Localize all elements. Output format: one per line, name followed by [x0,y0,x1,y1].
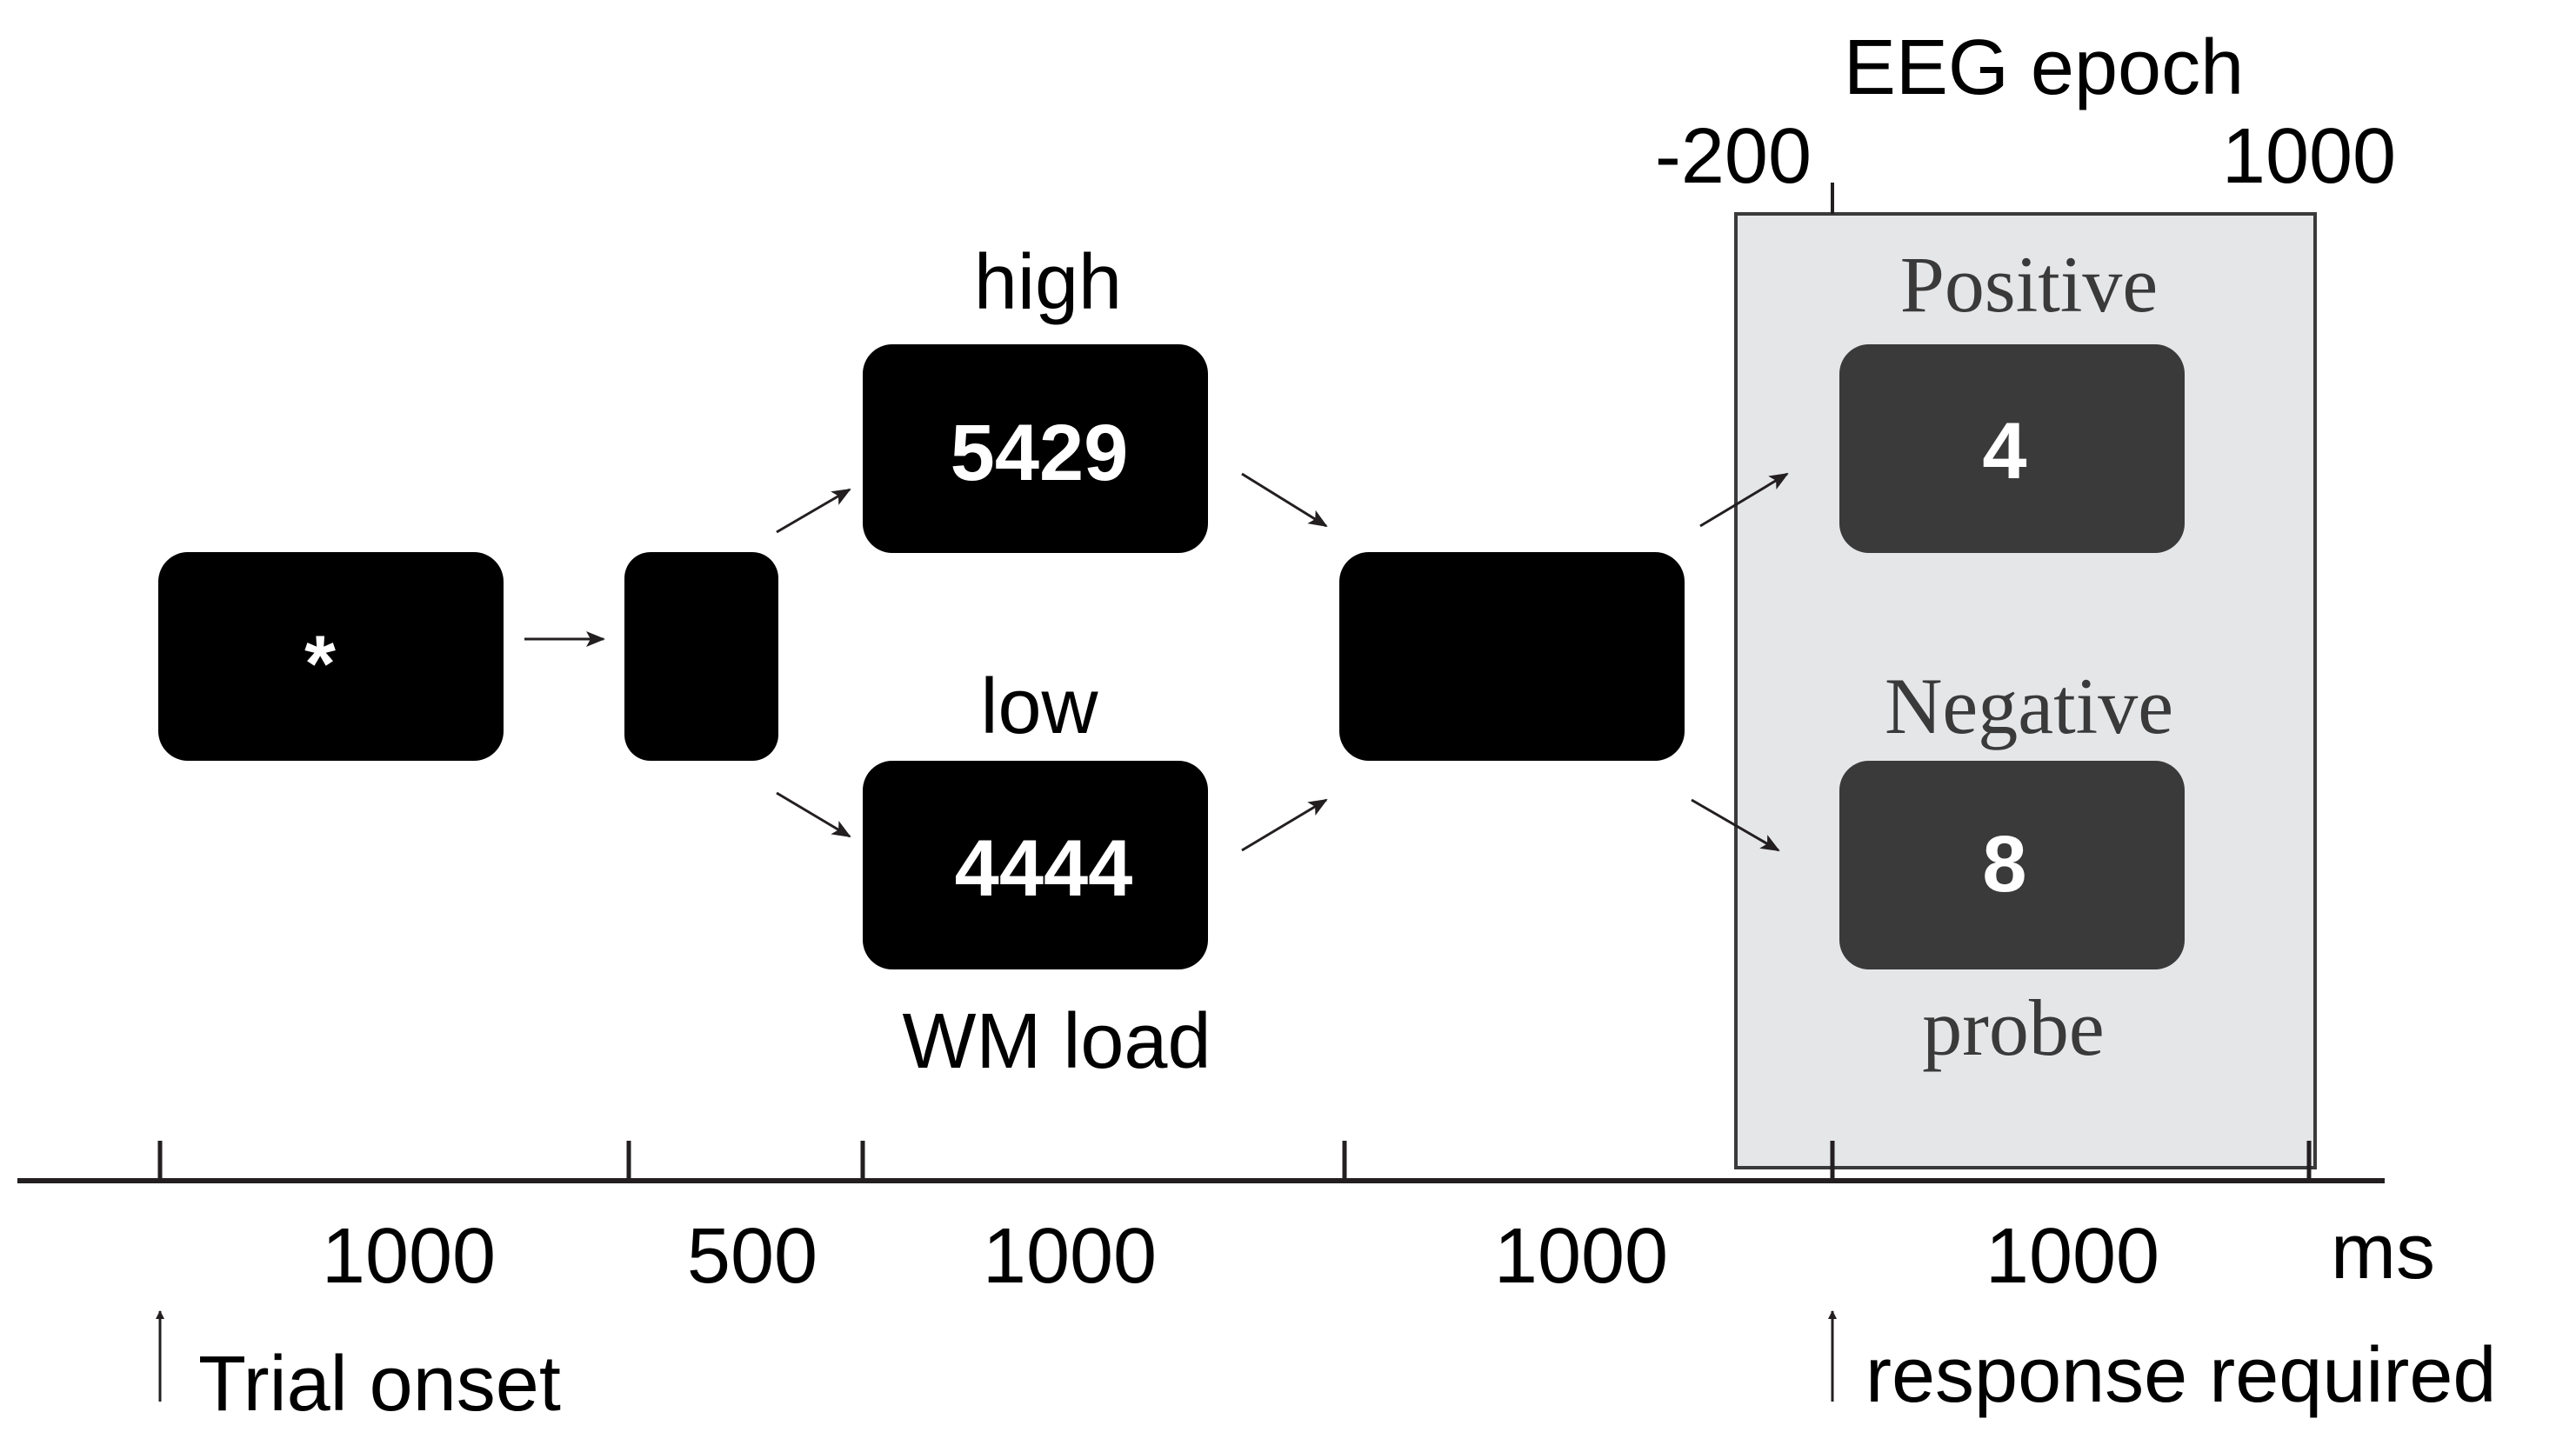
high-load-label: high [974,239,1122,326]
arrow-retention-to-positive [1699,472,1789,528]
low-memory-set-screen [863,761,1208,969]
retention-screen [1339,552,1685,761]
fixation-screen [158,552,504,761]
trial-onset-label: Trial onset [198,1341,561,1428]
duration-label-memory-set: 1000 [983,1213,1157,1300]
arrow-blank-to-high [776,488,851,534]
probe-label: probe [1922,983,2104,1072]
negative-probe-screen [1839,761,2185,969]
low-load-label: low [980,663,1098,750]
negative-probe-label: Negative [1885,662,2173,750]
eeg-epoch-title: EEG epoch [1844,24,2244,111]
duration-label-blank: 500 [687,1213,818,1300]
duration-label-probe: 1000 [1985,1213,2159,1300]
arrow-retention-to-negative [1691,798,1780,852]
wm-load-label: WM load [902,998,1211,1085]
duration-label-retention: 1000 [1494,1213,1668,1300]
low-memory-digits: 4444 [955,824,1133,913]
duration-label-fixation: 1000 [322,1213,496,1300]
high-memory-set-screen [863,344,1208,553]
negative-probe-digit: 8 [1982,820,2026,909]
high-memory-digits: 5429 [951,409,1129,497]
positive-probe-screen [1839,344,2185,553]
response-required-label: response required [1865,1332,2496,1419]
timeline-ticks [157,1141,2312,1181]
positive-probe-digit: 4 [1982,407,2026,496]
positive-probe-label: Positive [1900,240,2158,329]
eeg-epoch-start-label: -200 [1655,113,1812,200]
arrow-low-to-retention [1241,798,1328,852]
arrow-high-to-retention [1241,472,1328,528]
eeg-epoch-end-label: 1000 [2222,113,2396,200]
blank-screen [624,552,778,761]
arrow-blank-to-low [776,791,851,838]
time-unit-label: ms [2331,1209,2435,1295]
fixation-cross: * [304,620,336,709]
